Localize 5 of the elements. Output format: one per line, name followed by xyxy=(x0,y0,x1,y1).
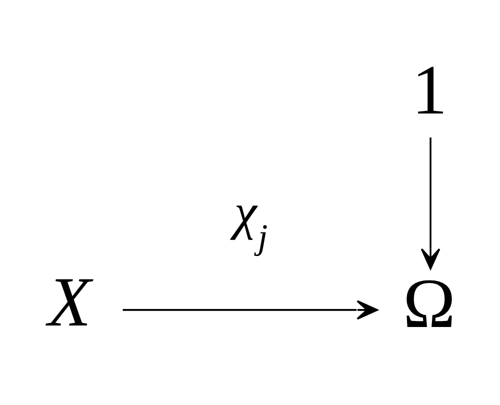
node-text: Ω xyxy=(403,264,456,343)
node-text: 1 xyxy=(412,50,448,129)
node-text: X xyxy=(48,262,92,341)
arrow xyxy=(420,137,440,270)
arrow xyxy=(122,300,378,320)
